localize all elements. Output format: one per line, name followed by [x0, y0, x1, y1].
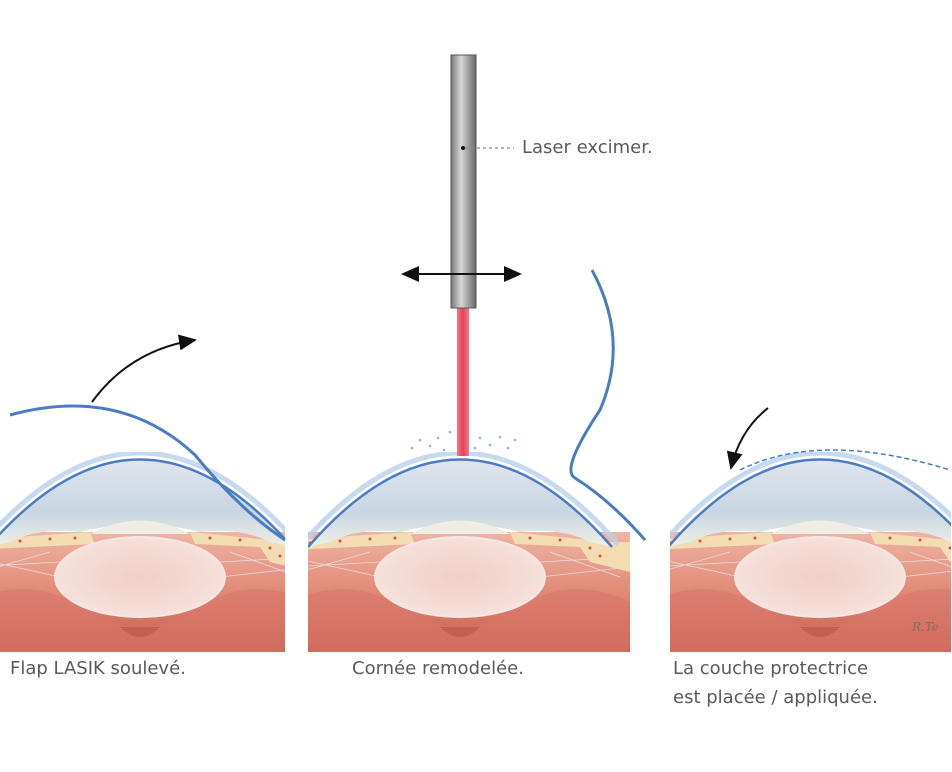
panel1-caption: Flap LASIK soulevé. — [10, 658, 186, 679]
apply-arrow — [726, 407, 769, 470]
panel3-caption-line2: est placée / appliquée. — [673, 687, 878, 708]
artist-signature: R.Te — [911, 620, 939, 634]
panel-cornea-reshaped — [290, 453, 630, 652]
panel3-caption-line1: La couche protectrice — [673, 658, 869, 679]
ablation-particles — [410, 430, 517, 452]
laser-rod — [450, 54, 477, 309]
panel2-caption: Cornée remodelée. — [352, 658, 524, 679]
lift-arrow — [91, 334, 197, 403]
laser-beam — [457, 308, 469, 456]
laser-label: Laser excimer. — [522, 137, 653, 158]
folded-flap — [569, 269, 647, 541]
panel-lasik-flap — [0, 453, 310, 652]
leader-dot — [461, 146, 465, 150]
panel-protective-layer — [650, 453, 952, 652]
eye-cross-section — [650, 453, 952, 652]
lifted-flap — [9, 404, 286, 542]
eye-cross-section — [290, 453, 630, 652]
eye-cross-section — [0, 453, 310, 652]
